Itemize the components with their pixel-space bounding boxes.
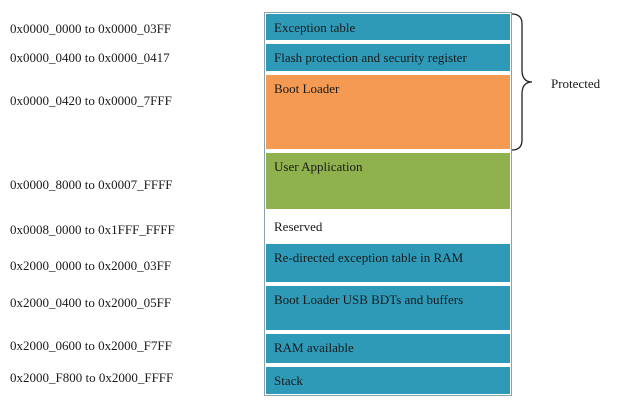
region-flash-protection: Flash protection and security register bbox=[264, 42, 512, 73]
protected-brace-icon bbox=[511, 13, 533, 151]
region-exception-table: Exception table bbox=[264, 12, 512, 42]
region-redirected-exception-table: Re-directed exception table in RAM bbox=[264, 242, 512, 284]
region-reserved: Reserved bbox=[264, 211, 512, 242]
protected-label: Protected bbox=[551, 76, 601, 91]
region-ram-available: RAM available bbox=[264, 332, 512, 365]
address-range-usb-bdts: 0x2000_0400 to 0x2000_05FF bbox=[10, 295, 172, 310]
region-usb-bdts: Boot Loader USB BDTs and buffers bbox=[264, 284, 512, 332]
address-range-exception-table: 0x0000_0000 to 0x0000_03FF bbox=[10, 21, 172, 36]
region-user-application: User Application bbox=[264, 151, 512, 211]
region-boot-loader: Boot Loader bbox=[264, 73, 512, 151]
address-range-stack: 0x2000_F800 to 0x2000_FFFF bbox=[10, 370, 174, 385]
region-stack: Stack bbox=[264, 365, 512, 396]
address-range-boot-loader: 0x0000_0420 to 0x0000_7FFF bbox=[10, 93, 172, 108]
address-range-redirected-exception-table: 0x2000_0000 to 0x2000_03FF bbox=[10, 258, 172, 273]
memory-map: Exception table Flash protection and sec… bbox=[264, 12, 512, 396]
address-range-ram-available: 0x2000_0600 to 0x2000_F7FF bbox=[10, 338, 172, 353]
address-range-user-application: 0x0000_8000 to 0x0007_FFFF bbox=[10, 177, 173, 192]
address-range-reserved: 0x0008_0000 to 0x1FFF_FFFF bbox=[10, 222, 175, 237]
address-range-flash-protection: 0x0000_0400 to 0x0000_0417 bbox=[10, 50, 170, 65]
